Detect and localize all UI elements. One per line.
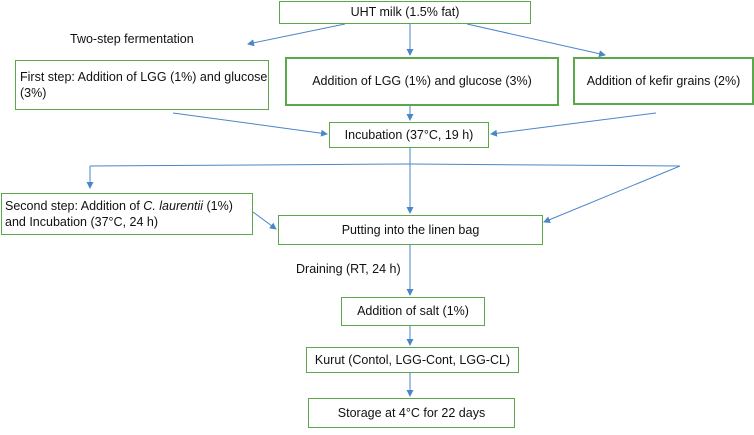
node-linen-bag-label: Putting into the linen bag xyxy=(341,222,480,237)
node-incubation: Incubation (37°C, 19 h) xyxy=(329,122,489,148)
arrow-uht-to-kefir xyxy=(466,23,606,58)
second-step-suffix: (1%) and Incubation (37°C, 24 h) xyxy=(5,198,233,229)
node-incubation-label: Incubation (37°C, 19 h) xyxy=(344,127,474,142)
node-uht-milk: UHT milk (1.5% fat) xyxy=(279,1,531,24)
arrow-kefir-to-incubation xyxy=(490,112,657,137)
node-storage: Storage at 4°C for 22 days xyxy=(308,398,515,428)
node-kefir-grains: Addition of kefir grains (2%) xyxy=(573,57,754,105)
arrow-uht-to-twostep xyxy=(247,23,346,47)
draining-label: Draining (RT, 24 h) xyxy=(296,262,401,276)
node-addition-of-salt: Addition of salt (1%) xyxy=(341,297,485,326)
node-first-step: First step: Addition of LGG (1%) and glu… xyxy=(15,60,269,110)
second-step-prefix: Second step: Addition of xyxy=(5,198,144,213)
node-addition-of-salt-label: Addition of salt (1%) xyxy=(357,304,469,319)
node-uht-milk-label: UHT milk (1.5% fat) xyxy=(350,5,460,20)
two-step-fermentation-label: Two-step fermentation xyxy=(70,32,194,46)
node-first-step-label: First step: Addition of LGG (1%) and glu… xyxy=(20,69,268,100)
second-step-organism: C. laurentii xyxy=(143,198,204,213)
arrow-first-to-incubation xyxy=(172,112,328,137)
arrow-second-to-linen xyxy=(252,211,277,230)
node-kurut-label: Kurut (Contol, LGG-Cont, LGG-CL) xyxy=(314,352,511,367)
node-kefir-grains-label: Addition of kefir grains (2%) xyxy=(586,73,741,88)
node-second-step-label: Second step: Addition of C. laurentii (1… xyxy=(5,198,252,231)
fork-line-left xyxy=(89,163,411,167)
arrow-fork-to-linen xyxy=(543,165,681,223)
node-lgg-glucose: Addition of LGG (1%) and glucose (3%) xyxy=(285,57,559,106)
node-storage-label: Storage at 4°C for 22 days xyxy=(337,405,486,420)
fork-line-right xyxy=(409,163,681,167)
node-lgg-glucose-label: Addition of LGG (1%) and glucose (3%) xyxy=(312,74,532,89)
node-kurut: Kurut (Contol, LGG-Cont, LGG-CL) xyxy=(306,347,519,373)
node-linen-bag: Putting into the linen bag xyxy=(278,215,543,245)
node-second-step: Second step: Addition of C. laurentii (1… xyxy=(1,193,253,235)
